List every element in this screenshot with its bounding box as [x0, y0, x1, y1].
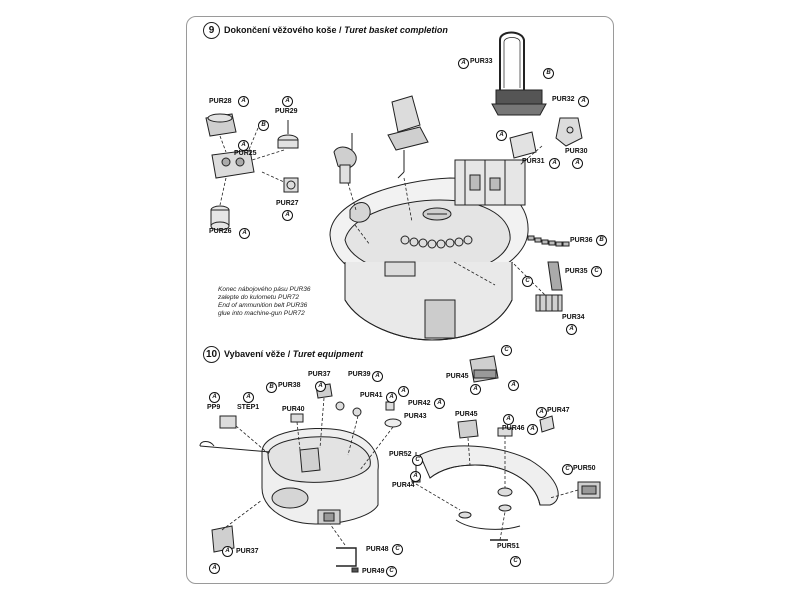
material-badge-a: A [238, 140, 249, 151]
material-badge-a: A [222, 546, 233, 557]
part-label-pur45-top: PUR45 [446, 373, 469, 380]
material-badge-c: C [522, 276, 533, 287]
part-label-pur42: PUR42 [408, 400, 431, 407]
material-badge-a: A [243, 392, 254, 403]
material-badge-a: A [209, 392, 220, 403]
ammo-belt-drawing [527, 235, 570, 247]
part-label-pur50: PUR50 [573, 465, 596, 472]
material-badge-c: C [562, 464, 573, 475]
material-badge-c: C [591, 266, 602, 277]
step-9-title: 9 Dokončení věžového koše / Turet basket … [203, 22, 448, 39]
material-badge-a: A [315, 381, 326, 392]
material-badge-a: A [470, 384, 481, 395]
turret-basket-drawing [205, 31, 583, 341]
material-badge-c: C [510, 556, 521, 567]
title-separator: / [336, 24, 345, 35]
part-label-pur32: PUR32 [552, 96, 575, 103]
material-badge-a: A [566, 324, 577, 335]
part-label-pur26: PUR26 [209, 228, 232, 235]
part-label-pur37: PUR37 [308, 371, 331, 378]
part-label-pur37-bottom: PUR37 [236, 548, 259, 555]
material-badge-c: C [412, 455, 423, 466]
material-badge-b: B [266, 382, 277, 393]
material-badge-c: C [386, 566, 397, 577]
step-9-title-cz: Dokončení věžového koše [224, 24, 337, 35]
part-label-pur38: PUR38 [278, 382, 301, 389]
step-10-number: 10 [203, 346, 220, 363]
part-label-pur31: PUR31 [522, 158, 545, 165]
material-badge-a: A [238, 96, 249, 107]
part-label-pur34: PUR34 [562, 314, 585, 321]
part-label-step1: STEP1 [237, 404, 260, 411]
material-badge-a: A [282, 210, 293, 221]
part-label-pp9: PP9 [207, 404, 221, 411]
material-badge-a: A [527, 424, 538, 435]
part-label-pur27: PUR27 [276, 200, 299, 207]
note-line-en-2: glue into machine-gun PUR72 [218, 310, 305, 317]
material-badge-a: A [386, 392, 397, 403]
part-label-pur30: PUR30 [565, 148, 588, 155]
part-label-pur45: PUR45 [455, 411, 478, 418]
material-badge-a: A [410, 471, 421, 482]
material-badge-a: A [536, 407, 547, 418]
note-line-cz-2: zalepte do kulometu PUR72 [218, 294, 299, 301]
part-label-pur41: PUR41 [360, 392, 383, 399]
part-label-pur25: PUR25 [234, 150, 257, 157]
part-label-pur46: PUR46 [502, 425, 525, 432]
part-label-pur39: PUR39 [348, 371, 371, 378]
material-badge-a: A [503, 414, 514, 425]
material-badge-a: A [578, 96, 589, 107]
note-line-cz-1: Konec nábojového pásu PUR36 [218, 286, 311, 293]
material-badge-a: A [209, 563, 220, 574]
material-badge-a: A [239, 228, 250, 239]
material-badge-a: A [372, 371, 383, 382]
step-9-number: 9 [203, 22, 220, 39]
material-badge-b: B [258, 120, 269, 131]
page-frame [186, 16, 614, 584]
material-badge-a: A [398, 386, 409, 397]
material-badge-b: B [596, 235, 607, 246]
material-badge-c: C [501, 345, 512, 356]
part-label-pur33: PUR33 [470, 58, 493, 65]
title-separator: / [285, 348, 293, 359]
step-10-title-cz: Vybavení věže [224, 348, 286, 359]
step-10-title: 10 Vybavení věže / Turet equipment [203, 346, 363, 363]
step-10-title-en: Turet equipment [292, 348, 364, 359]
ammo-rack-drawing [400, 235, 473, 249]
part-label-pur44: PUR44 [392, 482, 415, 489]
part-label-pur51: PUR51 [497, 543, 520, 550]
part-label-pur49: PUR49 [362, 568, 385, 575]
part-label-pur35: PUR35 [565, 268, 588, 275]
part-label-pur47: PUR47 [547, 407, 570, 414]
note-line-en-1: End of ammunition belt PUR36 [218, 302, 308, 309]
part-label-pur43: PUR43 [404, 413, 427, 420]
part-label-pur40: PUR40 [282, 406, 305, 413]
part-label-pur52: PUR52 [389, 451, 412, 458]
material-badge-a: A [496, 130, 507, 141]
material-badge-c: C [392, 544, 403, 555]
part-label-pur48: PUR48 [366, 546, 389, 553]
material-badge-b: B [543, 68, 554, 79]
material-badge-a: A [282, 96, 293, 107]
material-badge-a: A [434, 398, 445, 409]
part-label-pur29: PUR29 [275, 108, 298, 115]
part-label-pur28: PUR28 [209, 98, 232, 105]
assembly-note: Konec nábojového pásu PUR36 zalepte do k… [218, 286, 338, 318]
step-9-title-en: Turet basket completion [344, 24, 448, 35]
material-badge-a: A [572, 158, 583, 169]
material-badge-a: A [549, 158, 560, 169]
material-badge-a: A [508, 380, 519, 391]
part-label-pur36: PUR36 [570, 237, 593, 244]
material-badge-a: A [458, 58, 469, 69]
